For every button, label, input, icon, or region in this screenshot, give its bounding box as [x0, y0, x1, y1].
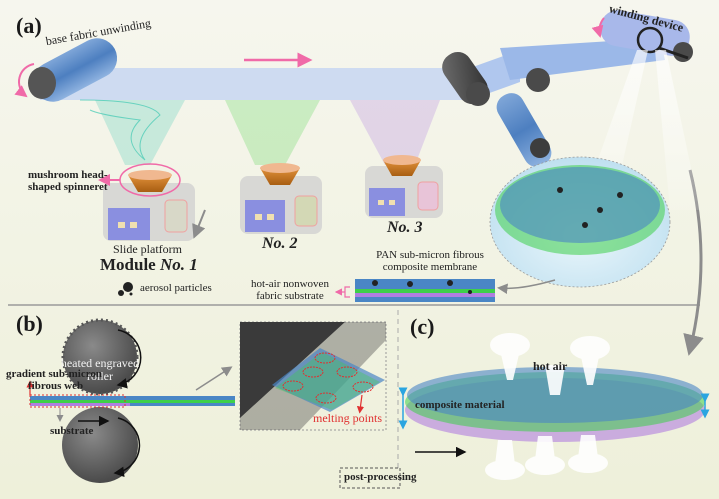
- magnified-fiber-disc: [489, 156, 671, 294]
- hot-air-label: hot air: [533, 359, 568, 373]
- substrate-label-line1: hot-air nonwoven: [251, 278, 329, 290]
- magnifier-icon: [636, 26, 664, 54]
- unwind-rotation-arrow: [14, 63, 35, 98]
- panel-c-tag: (c): [410, 314, 435, 339]
- roller-label-line1: heated engraved: [60, 356, 140, 370]
- hot-air-plumes: [485, 333, 610, 480]
- substrate-label: substrate: [50, 425, 94, 437]
- module-2: [240, 163, 322, 234]
- slide-arrow: [192, 209, 206, 239]
- slide-platform-label: Slide platform: [113, 242, 182, 256]
- web-label-line2: fibrous web: [28, 380, 84, 392]
- guide-rollers: [442, 51, 552, 167]
- post-processing-label: post-processing: [344, 471, 417, 483]
- wind-rotation-arrow: [591, 17, 605, 38]
- module-1: [98, 163, 206, 241]
- module-no-1: No. 1: [159, 255, 198, 274]
- module-1-label: Module No. 1: [100, 256, 198, 274]
- composite-material-disc: [398, 367, 710, 442]
- web-label-line1: gradient sub-micron: [6, 368, 103, 380]
- melting-points-inset: [239, 321, 387, 431]
- spinneret-label-line1: mushroom head-: [28, 169, 108, 181]
- jet-1: [79, 99, 185, 165]
- calender-rollers: [26, 318, 235, 483]
- aerosol-particles-icon: [118, 282, 133, 296]
- melting-points-label: melting points: [313, 411, 382, 425]
- module-2-label: No. 2: [262, 235, 298, 252]
- module-word: Module: [100, 255, 160, 274]
- membrane-label-line1: PAN sub-micron fibrous: [376, 249, 484, 261]
- post-processing-box: [339, 467, 401, 489]
- membrane-cross-section: [334, 279, 495, 302]
- jet-3: [350, 100, 440, 165]
- aerosol-label: aerosol particles: [140, 282, 212, 294]
- spinneret-label-line2: shaped spinneret: [28, 181, 108, 193]
- substrate-label-line2: fabric substrate: [256, 290, 324, 302]
- membrane-label-line2: composite membrane: [382, 261, 478, 273]
- base-fabric-roll: [14, 38, 118, 102]
- panel-b-tag: (b): [16, 311, 43, 336]
- composite-material-label: composite material: [415, 399, 505, 411]
- roller-label-line2: roller: [87, 369, 113, 383]
- panel-a-tag: (a): [16, 13, 42, 38]
- module-3-label: No. 3: [387, 219, 423, 236]
- jet-2: [225, 100, 320, 165]
- module-3: [365, 155, 443, 218]
